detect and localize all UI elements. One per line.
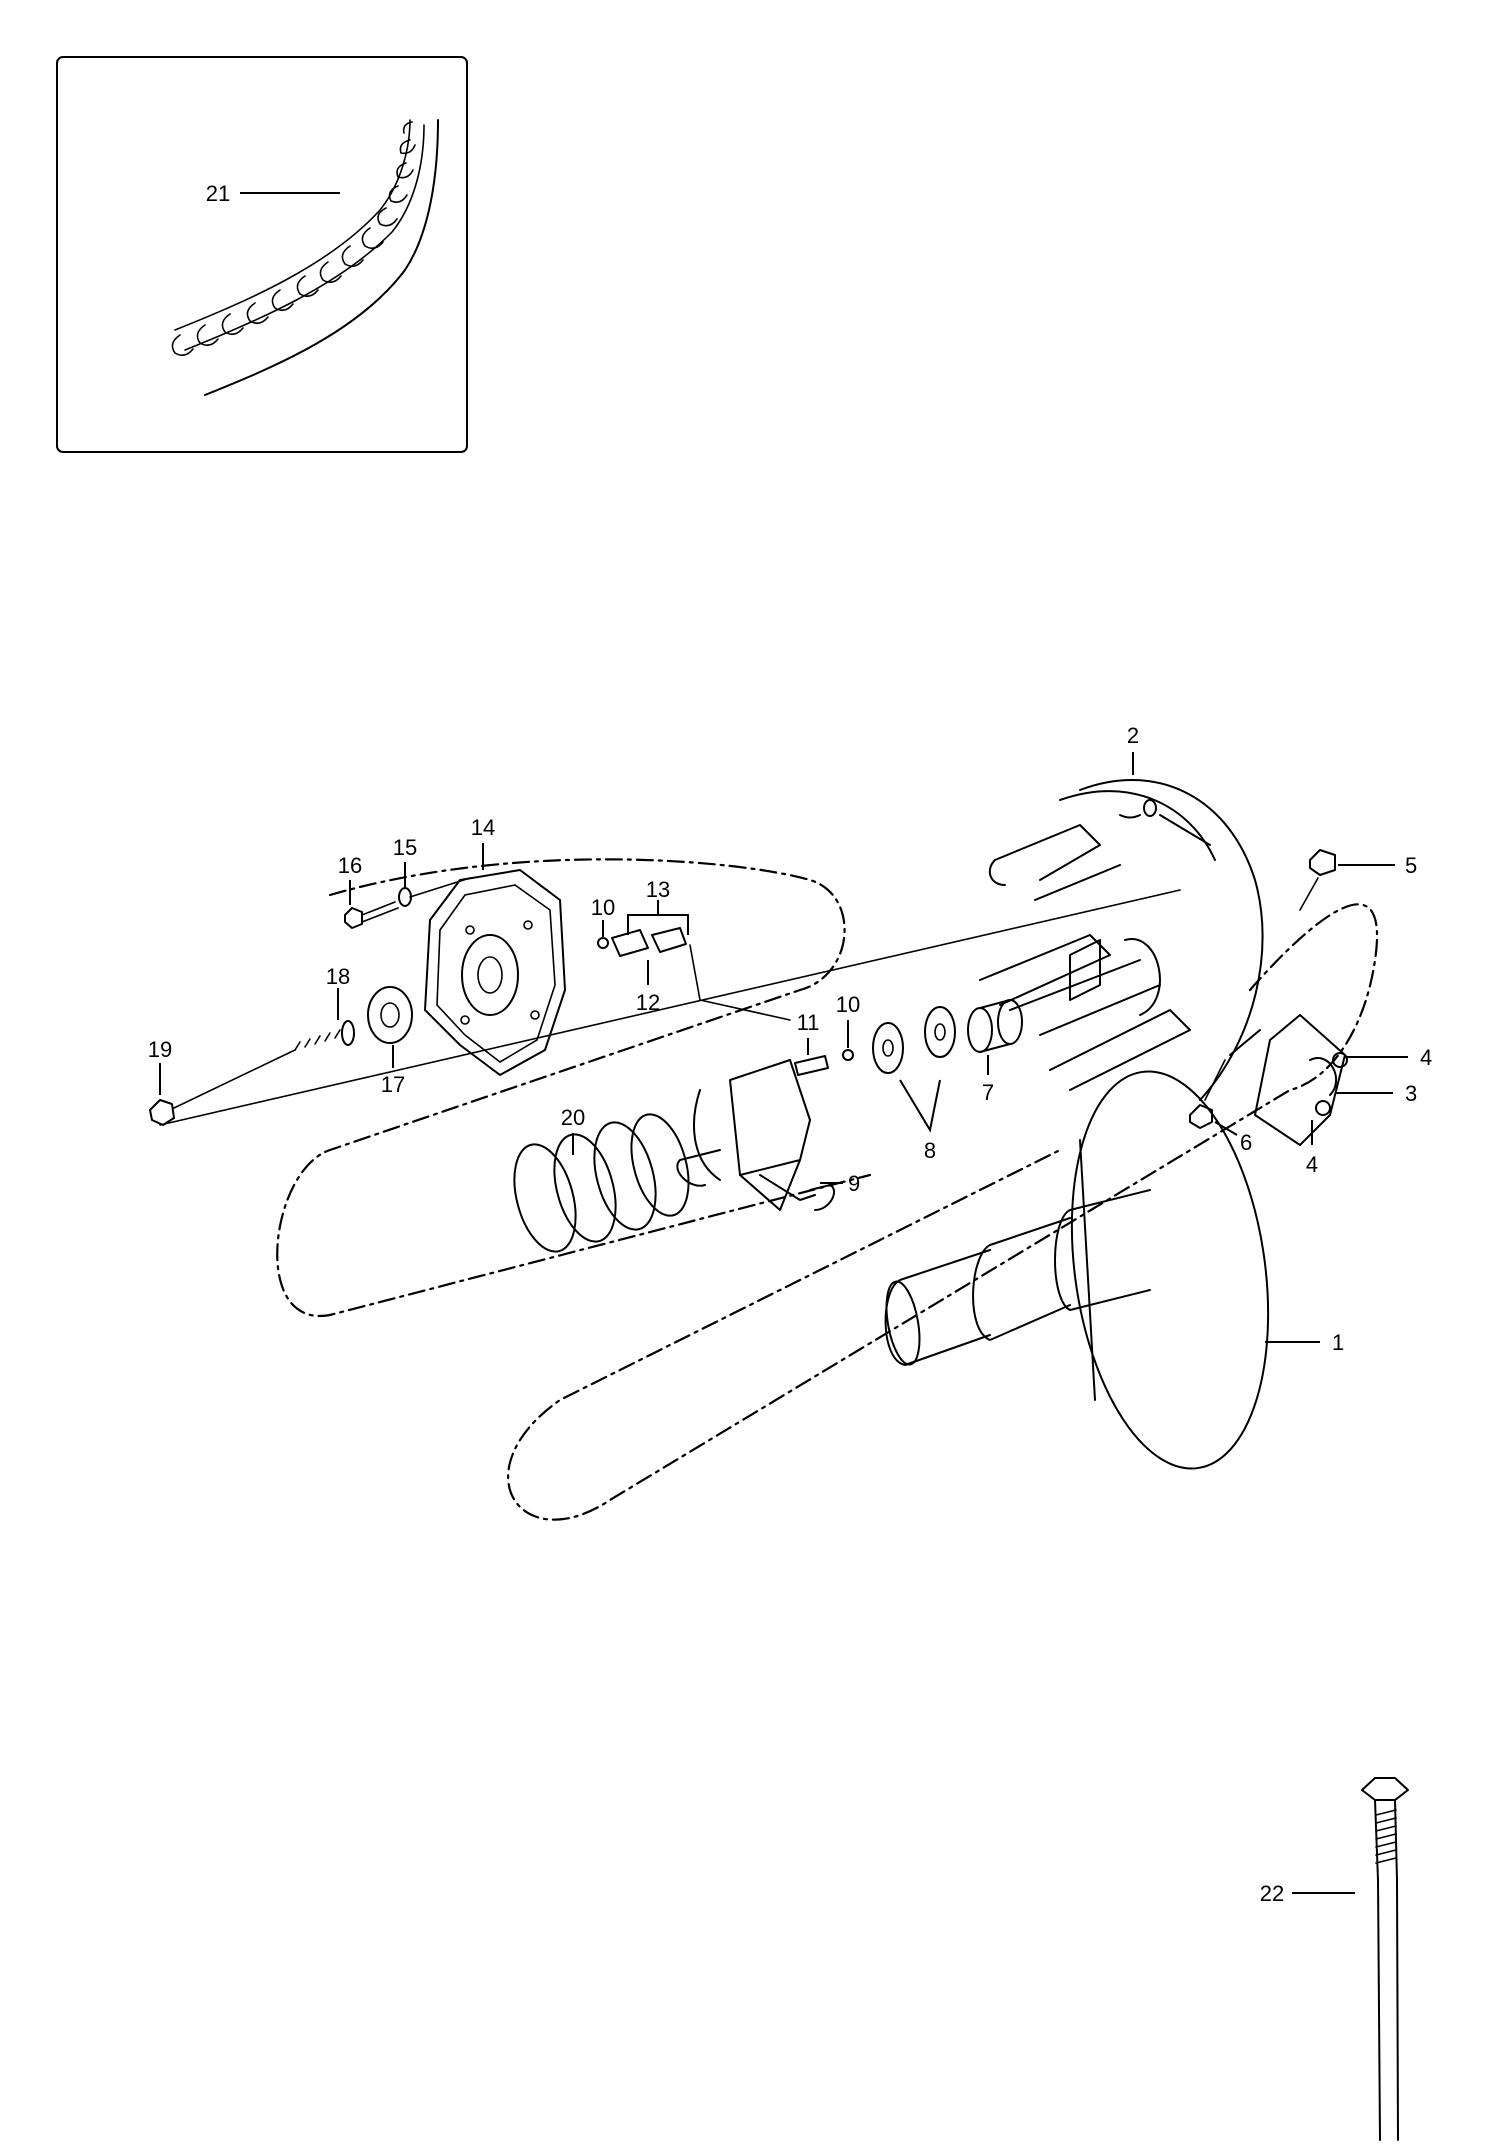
inset-detail-box [56,56,468,453]
spring-part [513,1113,690,1253]
nut-part-6 [1189,1059,1226,1129]
bolt-part-5 [1299,849,1336,911]
leader-8 [899,1079,941,1133]
callout-13: 13 [646,877,670,902]
pin-part-10b [842,1049,854,1061]
callout-10a: 10 [591,895,615,920]
leader-13 [627,914,689,935]
washers-part-8 [872,1006,956,1074]
bushing-part-17 [367,986,413,1044]
callout-14: 14 [471,815,495,840]
callout-20: 20 [561,1105,585,1130]
callout-11: 11 [797,1010,820,1035]
callout-10b: 10 [836,992,860,1017]
drive-belt-loop-rear [276,858,872,1318]
callout-18: 18 [326,964,350,989]
callout-4a: 4 [1420,1045,1432,1070]
callout-21: 21 [206,181,230,206]
callout-9: 9 [848,1171,860,1196]
screw-part-16 [344,877,471,929]
bushing-part-7 [967,999,1023,1053]
leader-6 [1214,1121,1238,1136]
callout-5: 5 [1405,853,1417,878]
callout-3: 3 [1405,1081,1417,1106]
movable-sheave-part [676,1059,835,1211]
callout-19: 19 [148,1037,172,1062]
callout-15: 15 [393,835,417,860]
callout-7: 7 [982,1080,994,1105]
drive-pulley-hub-part [884,1070,1270,1470]
callout-2: 2 [1127,723,1139,748]
callout-4b: 4 [1306,1152,1318,1177]
callout-16: 16 [338,853,362,878]
callout-12: 12 [636,990,660,1015]
callout-8: 8 [924,1138,936,1163]
callout-17: 17 [381,1072,405,1097]
pin-part-11 [794,1055,829,1076]
callout-6: 6 [1240,1130,1252,1155]
long-bolt-part [1361,1777,1409,2141]
cover-plate-part [424,869,566,1076]
fixed-sheave-part [979,779,1264,1101]
bolt-part-19 [149,1029,341,1126]
callout-1: 1 [1332,1330,1344,1355]
washer-part-18 [341,1020,355,1046]
assembly-axis-line [159,889,1181,1126]
callout-22: 22 [1260,1881,1284,1906]
roller-bracket-part [1229,1014,1348,1146]
roller-set-part-13 [597,927,791,1021]
roller-chain-part [171,119,439,396]
